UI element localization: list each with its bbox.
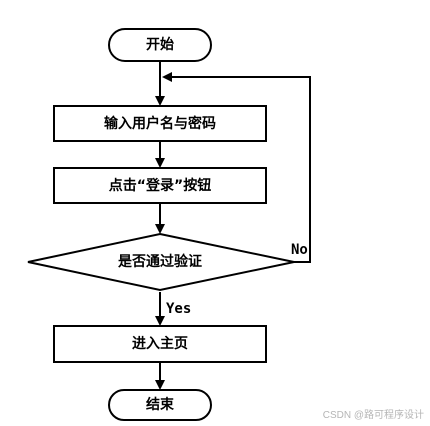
watermark-text: CSDN @路可程序设计	[323, 408, 424, 421]
enter-home-node-label: 进入主页	[132, 335, 188, 352]
edge-decision-no-loop	[162, 72, 311, 263]
yes-edge-label: Yes	[166, 301, 191, 317]
start-node-label: 开始	[146, 36, 174, 53]
verify-decision-node-shape	[27, 232, 295, 292]
verify-decision-node-label: 是否通过验证	[118, 253, 202, 270]
click-login-node-shape	[53, 167, 267, 204]
start-node-shape	[108, 28, 212, 62]
input-credentials-node-shape	[53, 105, 267, 142]
no-edge-label: No	[291, 242, 308, 258]
input-credentials-node-label: 输入用户名与密码	[104, 115, 216, 132]
end-node-label: 结束	[146, 396, 175, 413]
end-node-shape	[108, 389, 212, 421]
click-login-node-label: 点击“登录”按钮	[109, 177, 211, 194]
enter-home-node-shape	[53, 325, 267, 363]
